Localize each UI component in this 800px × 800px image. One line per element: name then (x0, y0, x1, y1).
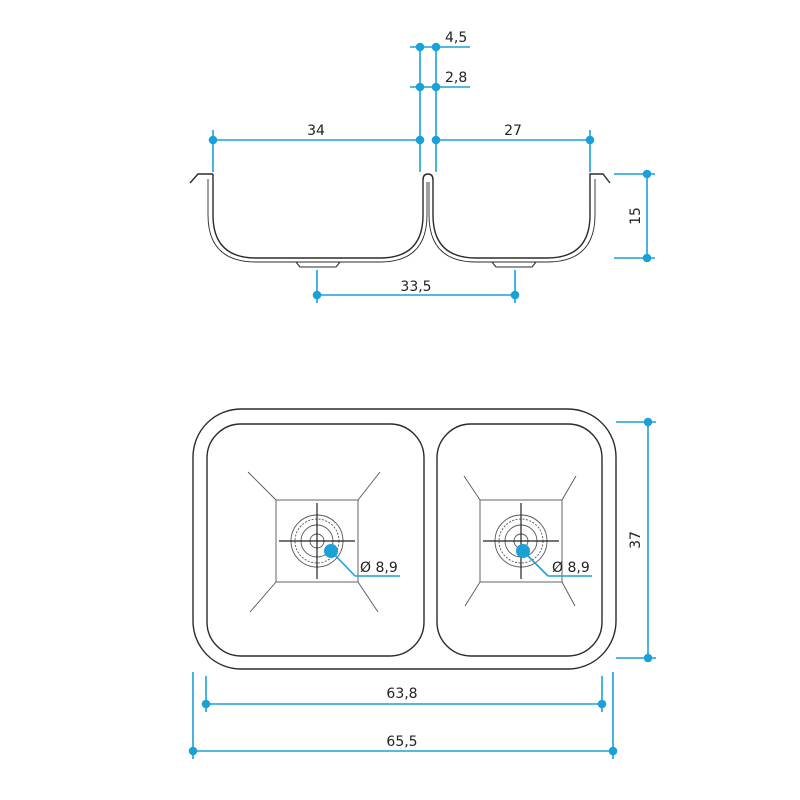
label-sink-depth: 37 (628, 531, 644, 549)
label-sink-overall-width: 65,5 (386, 734, 417, 750)
left-bowl-details (247, 471, 381, 613)
side-view-labels: 34 27 4,5 2,8 15 33,5 (307, 30, 644, 295)
left-bowl-plan (206, 423, 425, 657)
right-bowl-details (463, 475, 577, 607)
right-bowl-inner (428, 179, 596, 263)
right-drain-stub (491, 261, 537, 268)
label-right-bowl-width: 27 (504, 123, 522, 139)
label-left-drain-diameter: Ø 8,9 (360, 560, 398, 576)
right-bowl-plan (436, 423, 603, 657)
plan-view-dimensions (188, 417, 656, 759)
left-bowl-outline (212, 173, 611, 259)
left-drain-stub (295, 261, 341, 268)
label-left-bowl-width: 34 (307, 123, 325, 139)
label-bowl-depth: 15 (628, 207, 644, 225)
label-bowls-inner-width: 63,8 (386, 686, 417, 702)
left-rim (189, 173, 213, 184)
top-view (192, 408, 617, 670)
label-drain-spacing: 33,5 (400, 279, 431, 295)
label-right-drain-diameter: Ø 8,9 (552, 560, 590, 576)
side-view-dimensions (208, 42, 655, 303)
plan-view-labels: Ø 8,9 Ø 8,9 37 63,8 65,5 (360, 531, 644, 750)
label-rim-thickness: 4,5 (445, 30, 467, 46)
label-divider-thickness: 2,8 (445, 70, 467, 86)
left-bowl-inner (207, 179, 428, 263)
sink-outer-flange (192, 408, 617, 670)
drain-dimensions (324, 544, 592, 577)
side-view (189, 173, 611, 268)
